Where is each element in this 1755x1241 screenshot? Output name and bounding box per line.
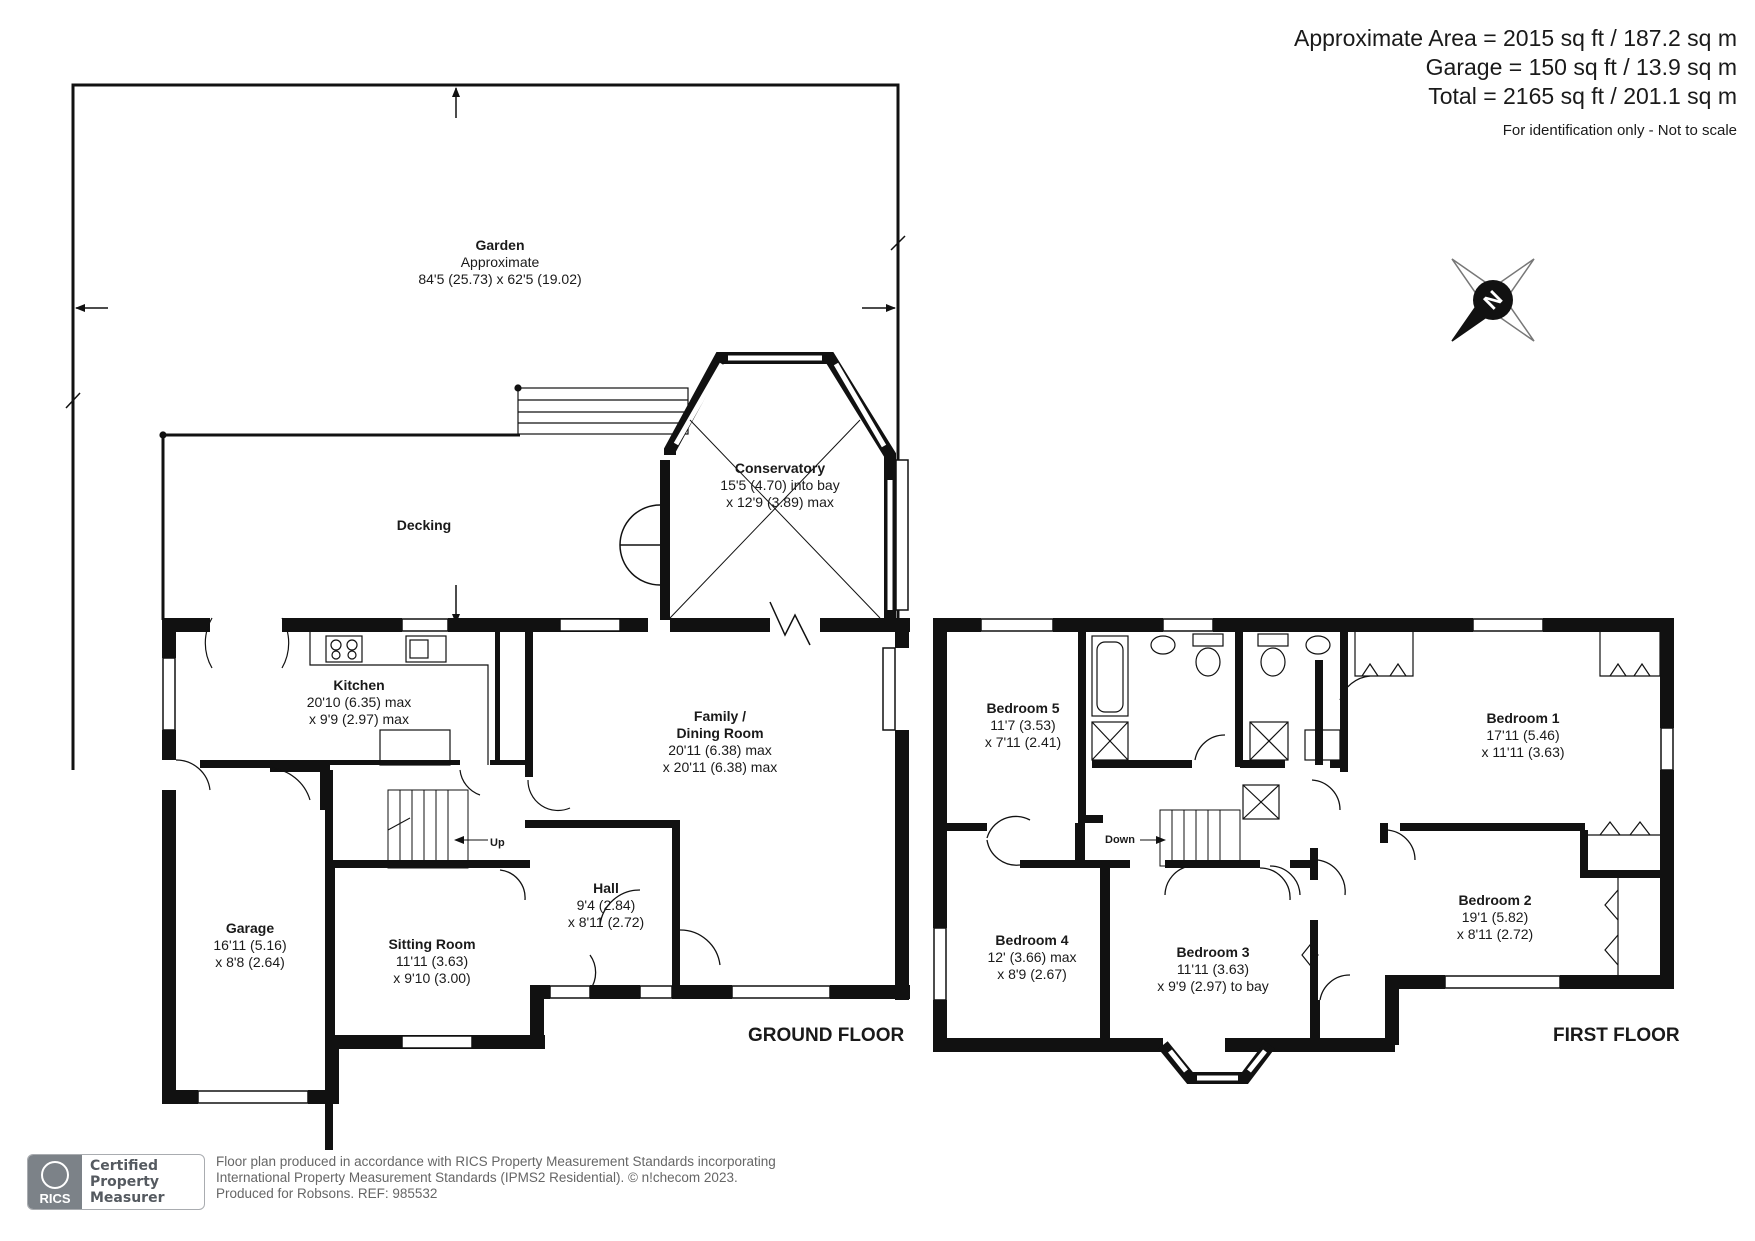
badge-line-2: Property xyxy=(90,1174,160,1190)
room-dim: x 8'9 (2.67) xyxy=(997,966,1067,982)
garden-line2: 84'5 (25.73) x 62'5 (19.02) xyxy=(418,271,582,287)
room-kitchen: Kitchen 20'10 (6.35) max x 9'9 (2.97) ma… xyxy=(307,677,412,728)
stairs-up-label: Up xyxy=(490,837,505,849)
room-dim: x 20'11 (6.38) max xyxy=(662,759,778,775)
room-dim: x 7'11 (2.41) xyxy=(984,734,1062,750)
badge-line-3: Measurer xyxy=(90,1190,165,1206)
room-dim: 11'7 (3.53) xyxy=(990,717,1056,733)
decking-label: Decking xyxy=(397,517,451,534)
decking-name: Decking xyxy=(396,517,452,533)
garden-arrows xyxy=(65,87,906,624)
room-dim: 9'4 (2.84) xyxy=(576,897,636,913)
room-bedroom-1: Bedroom 1 17'11 (5.46) x 11'11 (3.63) xyxy=(1481,710,1564,761)
room-name: Bedroom 2 xyxy=(1458,892,1532,908)
room-name: Kitchen xyxy=(333,677,385,693)
room-dim: 16'11 (5.16) xyxy=(213,937,287,953)
room-name: Bedroom 1 xyxy=(1486,710,1560,726)
room-bedroom-3: Bedroom 3 11'11 (3.63) x 9'9 (2.97) to b… xyxy=(1157,944,1269,995)
room-name: Hall xyxy=(593,880,619,896)
room-garage: Garage 16'11 (5.16) x 8'8 (2.64) xyxy=(213,920,286,971)
first-internal-doors xyxy=(986,734,1416,1001)
badge-line-1: Certified xyxy=(90,1158,159,1174)
identification-note: For identification only - Not to scale xyxy=(1502,122,1737,139)
garden-line1: Approximate xyxy=(460,254,540,270)
room-dim: 20'11 (6.38) max xyxy=(668,742,772,758)
ground-internal-doors xyxy=(499,869,721,991)
room-hall: Hall 9'4 (2.84) x 8'11 (2.72) xyxy=(568,880,644,931)
room-name: Conservatory xyxy=(734,460,826,476)
room-dim: x 9'9 (2.97) to bay xyxy=(1157,978,1269,994)
first-floor-walls xyxy=(933,618,1674,1052)
conservatory-doors xyxy=(619,504,811,646)
footer-line-2: International Property Measurement Stand… xyxy=(216,1170,738,1185)
room-name: Bedroom 5 xyxy=(986,700,1060,716)
room-name: Bedroom 4 xyxy=(995,932,1069,948)
room-dim: 11'11 (3.63) xyxy=(395,953,469,969)
first-floor-title: FIRST FLOOR xyxy=(1553,1025,1680,1046)
footer-line-3: Produced for Robsons. REF: 985532 xyxy=(216,1186,438,1201)
garden-name: Garden xyxy=(475,237,525,253)
room-dim: 15'5 (4.70) into bay xyxy=(720,477,840,493)
compass-icon xyxy=(1451,258,1535,342)
room-dim: x 8'11 (2.72) xyxy=(567,914,645,930)
footer-text: Floor plan produced in accordance with R… xyxy=(216,1154,776,1202)
rics-lion-icon xyxy=(41,1161,69,1189)
room-dim: 20'10 (6.35) max xyxy=(306,694,412,710)
conservatory-bay-glazing xyxy=(673,355,893,610)
room-dim: 17'11 (5.46) xyxy=(1486,727,1560,743)
badge-text: Certified Property Measurer xyxy=(90,1158,164,1206)
wardrobes xyxy=(1301,632,1661,980)
room-bedroom-2: Bedroom 2 19'1 (5.82) x 8'11 (2.72) xyxy=(1457,892,1533,943)
room-name: Garage xyxy=(225,920,275,936)
garden-steps xyxy=(159,384,689,439)
room-bedroom-5: Bedroom 5 11'7 (3.53) x 7'11 (2.41) xyxy=(985,700,1061,751)
total-area: Total = 2165 sq ft / 201.1 sq m xyxy=(1428,83,1737,109)
footer-line-1: Floor plan produced in accordance with R… xyxy=(216,1154,776,1169)
approximate-area: Approximate Area = 2015 sq ft / 187.2 sq… xyxy=(1293,25,1737,51)
conservatory-diagonals xyxy=(669,419,881,619)
garage-area: Garage = 150 sq ft / 13.9 sq m xyxy=(1425,54,1737,80)
room-conservatory: Conservatory 15'5 (4.70) into bay x 12'9… xyxy=(720,460,839,511)
room-name: Sitting Room xyxy=(388,936,476,952)
room-dim: 11'11 (3.63) xyxy=(1176,961,1250,977)
room-name: Family / xyxy=(693,708,747,724)
rics-logo-text: RICS xyxy=(39,1191,71,1206)
room-dim: x 8'11 (2.72) xyxy=(1456,926,1534,942)
room-dim: x 8'8 (2.64) xyxy=(215,954,285,970)
kitchen-fittings xyxy=(175,617,571,812)
stairs-down-label: Down xyxy=(1105,834,1135,846)
first-floor-windows xyxy=(933,618,1674,1001)
rics-badge: RICS Certified Property Measurer xyxy=(27,1154,205,1210)
room-family-dining: Family / Dining Room 20'11 (6.38) max x … xyxy=(663,708,777,776)
room-name: Bedroom 3 xyxy=(1176,944,1250,960)
room-dim: 12' (3.66) max xyxy=(987,949,1077,965)
room-name-cont: Dining Room xyxy=(676,725,764,741)
bathroom-fittings xyxy=(1091,633,1341,820)
room-dim: 19'1 (5.82) xyxy=(1461,909,1529,925)
room-sitting-room: Sitting Room 11'11 (3.63) x 9'10 (3.00) xyxy=(388,936,475,987)
room-dim: x 9'10 (3.00) xyxy=(393,970,471,986)
garden-boundary xyxy=(71,83,900,770)
room-dim: x 12'9 (3.89) max xyxy=(726,494,834,510)
ground-floor-title: GROUND FLOOR xyxy=(748,1025,905,1046)
room-dim: x 11'11 (3.63) xyxy=(1481,744,1565,760)
room-bedroom-4: Bedroom 4 12' (3.66) max x 8'9 (2.67) xyxy=(987,932,1076,983)
rics-logo: RICS xyxy=(28,1155,82,1209)
room-dim: x 9'9 (2.97) max xyxy=(309,711,409,727)
garden-label: Garden Approximate 84'5 (25.73) x 62'5 (… xyxy=(418,237,581,288)
ground-stairs xyxy=(387,789,488,869)
first-stairs xyxy=(1140,809,1241,867)
